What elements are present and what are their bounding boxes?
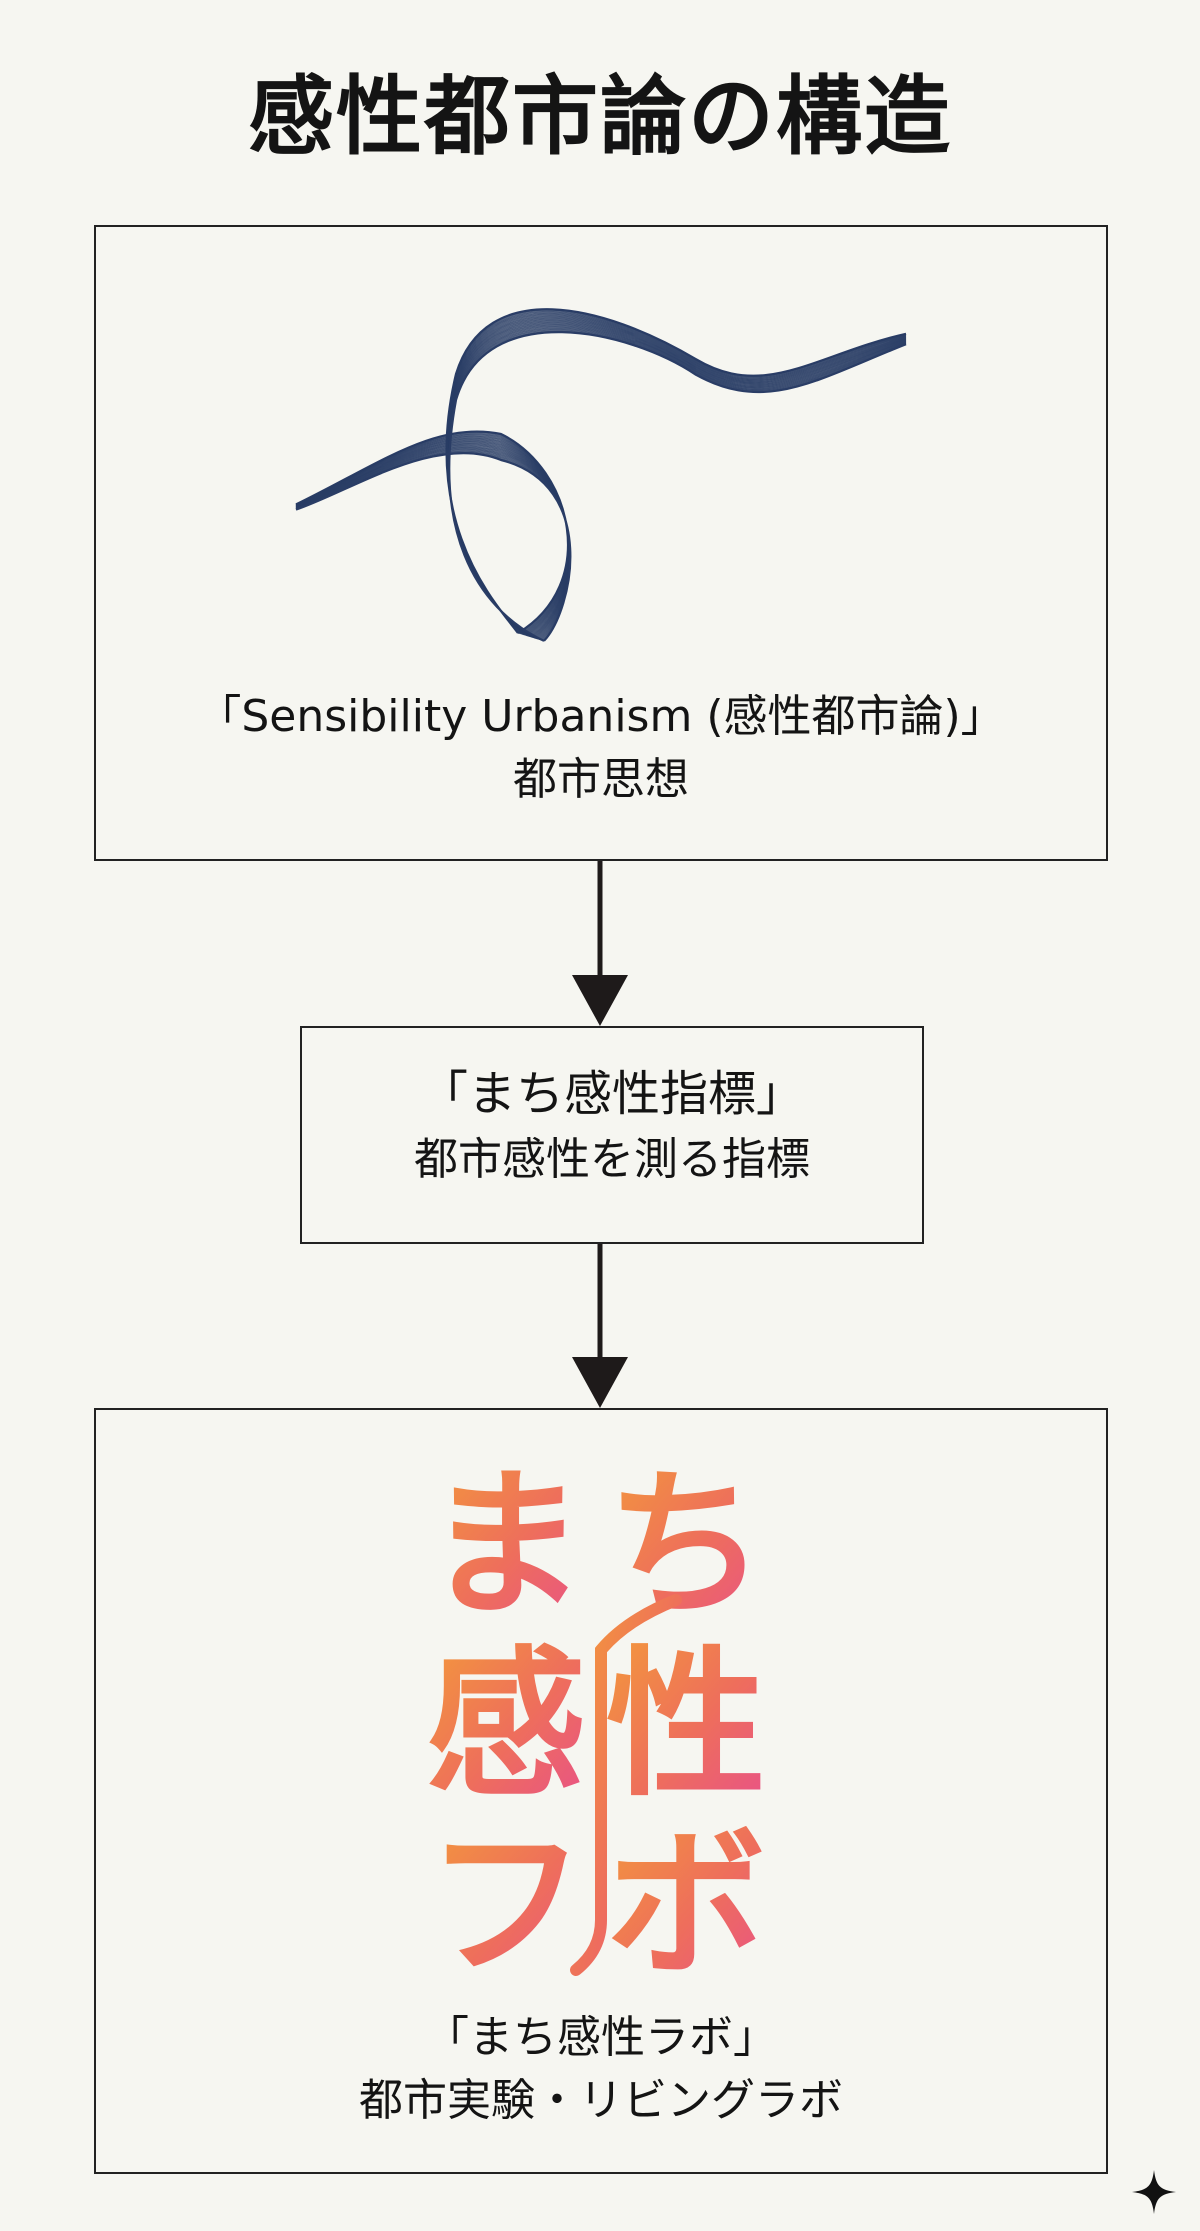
node-sublabel: 都市実験・リビングラボ xyxy=(359,2075,843,2126)
logo-char: ち xyxy=(606,1451,766,1638)
wave-strand xyxy=(295,311,907,635)
node-caption: 「まち感性指標」 都市感性を測る指標 xyxy=(302,1064,922,1187)
node-caption: 「Sensibility Urbanism (感性都市論)」 都市思想 xyxy=(96,689,1106,807)
node-sublabel: 都市思想 xyxy=(513,754,689,805)
logo-char: ボ xyxy=(606,1811,766,1990)
logo-char: 感 xyxy=(426,1631,586,1818)
logo-char: ま xyxy=(426,1451,586,1638)
logo-char: フ xyxy=(426,1811,586,1990)
wave-strand xyxy=(295,310,907,634)
diagram-title: 感性都市論の構造 xyxy=(248,67,952,167)
sparkle-icon xyxy=(1132,2170,1176,2214)
node-machi-kansei-index: 「まち感性指標」 都市感性を測る指標 xyxy=(300,1026,924,1244)
node-sublabel: 都市感性を測る指標 xyxy=(414,1134,810,1185)
wave-strand xyxy=(295,312,907,635)
node-caption: 「まち感性ラボ」 都市実験・リビングラボ xyxy=(96,2010,1106,2128)
node-label: 「まち感性ラボ」 xyxy=(425,2012,777,2063)
wave-strand xyxy=(295,310,907,635)
node-label: 「Sensibility Urbanism (感性都市論)」 xyxy=(197,691,1005,742)
node-sensibility-urbanism: 「Sensibility Urbanism (感性都市論)」 都市思想 xyxy=(94,225,1108,861)
wave-strand xyxy=(295,331,907,642)
node-label: 「まち感性指標」 xyxy=(419,1066,804,1122)
arrow-down-icon xyxy=(572,861,628,1026)
wave-strand xyxy=(295,312,907,635)
flowing-s-wave-icon xyxy=(295,308,907,642)
node-machi-kansei-lab: ま ち 感 性 フ ボ 「まち感性ラボ」 都市実験・リビングラボ xyxy=(94,1408,1108,2174)
arrow-down-icon xyxy=(572,1244,628,1408)
machi-kansei-lab-logo: ま ち 感 性 フ ボ xyxy=(426,1451,766,1990)
logo-char: 性 xyxy=(606,1631,766,1818)
